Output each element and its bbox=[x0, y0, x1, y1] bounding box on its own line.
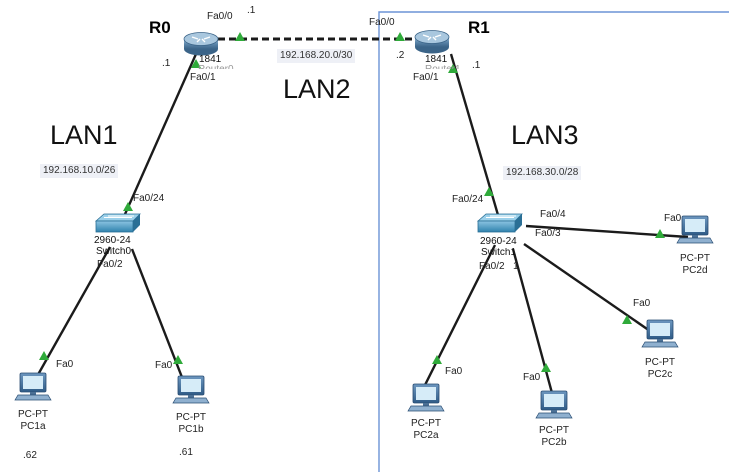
lan1-title: LAN1 bbox=[50, 120, 118, 150]
pc1b-type: PC-PT bbox=[176, 412, 206, 423]
switch1-port-fa024: Fa0/24 bbox=[452, 194, 484, 205]
pc2c-port: Fa0 bbox=[633, 298, 651, 309]
pc2a-name: PC2a bbox=[413, 430, 439, 441]
pc1a-ip: .62 bbox=[23, 450, 37, 461]
switch1-port-label-1: 1 bbox=[513, 261, 519, 272]
pc1a-label: PC-PT PC1a bbox=[3, 409, 63, 433]
switch1-port-fa03: Fa0/3 bbox=[535, 228, 561, 239]
port-status-pc2d bbox=[655, 229, 665, 238]
pc2d-name: PC2d bbox=[682, 265, 708, 276]
lan3-title: LAN3 bbox=[511, 120, 579, 150]
pc1b-ip: .61 bbox=[179, 447, 193, 458]
pc2a-type: PC-PT bbox=[411, 418, 441, 429]
pc1a-port: Fa0 bbox=[56, 359, 74, 370]
router-r1-port-fa00: Fa0/0 bbox=[369, 17, 395, 28]
pc1b-label: PC-PT PC1b bbox=[161, 412, 221, 436]
router-r0-hostname: Router0 bbox=[198, 65, 234, 69]
pc2b-label: PC-PT PC2b bbox=[524, 425, 584, 449]
pc-icon[interactable] bbox=[407, 383, 445, 412]
port-status-r0-fa00 bbox=[235, 32, 245, 41]
lan1-subnet-label: 192.168.10.0/26 bbox=[40, 164, 119, 178]
lan2-title: LAN2 bbox=[283, 74, 351, 104]
lan2-subnet-label: 192.168.20.0/30 bbox=[277, 49, 356, 63]
router-r0-name: R0 bbox=[149, 18, 171, 37]
lan3-subnet-label: 192.168.30.0/28 bbox=[503, 166, 582, 180]
switch1-port-fa04: Fa0/4 bbox=[540, 209, 566, 220]
lan3-region-border bbox=[378, 11, 729, 472]
pc2d-port: Fa0 bbox=[664, 213, 682, 224]
switch1-port-fa02: Fa0/2 bbox=[479, 261, 505, 272]
router-r1-model: 1841 bbox=[425, 54, 448, 65]
router-r1-wan-ip: .2 bbox=[396, 50, 405, 61]
pc2a-port: Fa0 bbox=[445, 366, 463, 377]
port-status-r1-fa00 bbox=[395, 32, 405, 41]
pc-icon[interactable] bbox=[676, 215, 714, 244]
switch-icon[interactable] bbox=[95, 213, 141, 233]
switch1-name: Switch1 bbox=[481, 248, 517, 256]
router-r0-model: 1841 bbox=[199, 54, 222, 65]
pc-icon[interactable] bbox=[641, 319, 679, 348]
port-status-switch1-fa024 bbox=[484, 187, 494, 196]
pc1a-type: PC-PT bbox=[18, 409, 48, 420]
switch-icon[interactable] bbox=[477, 213, 523, 233]
pc-icon[interactable] bbox=[535, 390, 573, 419]
pc1a-name: PC1a bbox=[20, 421, 46, 432]
switch0-model: 2960-24 bbox=[94, 235, 131, 246]
switch0-port-fa02: Fa0/2 bbox=[97, 259, 123, 270]
switch0-port-fa024: Fa0/24 bbox=[133, 193, 165, 204]
pc2b-type: PC-PT bbox=[539, 425, 569, 436]
pc2c-name: PC2c bbox=[647, 369, 673, 380]
pc1b-port: Fa0 bbox=[155, 360, 173, 371]
pc2c-type: PC-PT bbox=[645, 357, 675, 368]
router-r0-port-fa01: Fa0/1 bbox=[190, 72, 216, 83]
pc-icon[interactable] bbox=[172, 375, 210, 404]
link-r0-switch0[interactable] bbox=[120, 53, 198, 222]
router-r1-port-fa01: Fa0/1 bbox=[413, 72, 439, 83]
router-r0-port-fa00: Fa0/0 bbox=[207, 11, 233, 22]
pc2c-label: PC-PT PC2c bbox=[630, 357, 690, 381]
switch1-model: 2960-24 bbox=[480, 236, 517, 247]
router-r1-hostname: Router1 bbox=[425, 65, 461, 69]
router-r0-lan-ip: .1 bbox=[162, 58, 171, 69]
router-icon[interactable] bbox=[414, 29, 450, 55]
router-r1-lan-ip: .1 bbox=[472, 60, 481, 71]
link-r1-switch1[interactable] bbox=[449, 53, 500, 216]
link-switch1-pc2c[interactable] bbox=[523, 243, 651, 332]
router-icon[interactable] bbox=[183, 31, 219, 57]
router-r0-wan-ip: .1 bbox=[247, 5, 256, 16]
pc2d-label: PC-PT PC2d bbox=[665, 253, 725, 277]
port-status-switch0-fa024 bbox=[123, 202, 133, 211]
pc2a-label: PC-PT PC2a bbox=[396, 418, 456, 442]
switch0-name: Switch0 bbox=[96, 247, 132, 255]
pc2b-name: PC2b bbox=[541, 437, 567, 448]
port-status-pc2b bbox=[541, 363, 551, 372]
pc1b-name: PC1b bbox=[178, 424, 204, 435]
pc2d-type: PC-PT bbox=[680, 253, 710, 264]
pc-icon[interactable] bbox=[14, 372, 52, 401]
router-r1-name: R1 bbox=[468, 18, 490, 37]
pc2b-port: Fa0 bbox=[523, 372, 541, 383]
